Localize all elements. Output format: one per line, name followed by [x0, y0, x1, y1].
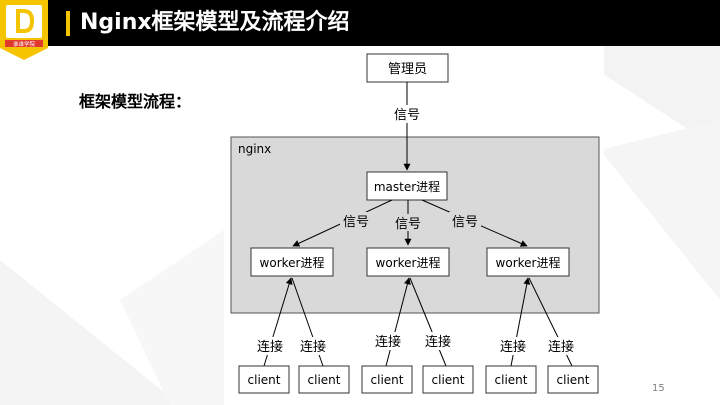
worker-node-2 — [366, 247, 450, 277]
connection-3-bg — [371, 332, 405, 350]
connection-4-bg — [421, 332, 455, 350]
client-3-to-worker-2-arrow — [385, 277, 411, 367]
client-label-5: client — [495, 373, 528, 387]
signal-2-bg — [392, 214, 424, 231]
title-accent-bar — [66, 11, 70, 36]
client-label-3: client — [371, 373, 404, 387]
connection-6-bg — [544, 337, 578, 355]
client-node-5 — [485, 365, 537, 394]
admin-label: 管理员 — [388, 62, 427, 77]
section-heading: 框架模型流程： — [79, 92, 192, 111]
connection-5-bg — [496, 337, 530, 355]
nginx-label: nginx — [238, 142, 271, 156]
client-label-6: client — [557, 373, 590, 387]
worker-label-3: worker进程 — [496, 255, 561, 270]
connection-2-bg — [296, 337, 330, 355]
worker-node-1 — [250, 247, 334, 277]
connection-2-label: 连接 — [300, 339, 326, 355]
admin-node — [366, 53, 449, 83]
connection-6-label: 连接 — [548, 339, 574, 355]
client-label-4: client — [432, 373, 465, 387]
slide-title: Nginx框架模型及流程介绍 — [80, 10, 350, 35]
admin-signal-bg — [390, 105, 424, 123]
signal-3-bg — [449, 212, 481, 229]
master-node — [366, 171, 448, 201]
page-number: 15 — [652, 383, 665, 394]
signal-3-label: 信号 — [452, 215, 478, 230]
admin-signal-label: 信号 — [394, 108, 420, 123]
signal-2-label: 信号 — [395, 217, 421, 232]
worker-label-2: worker进程 — [376, 255, 441, 270]
client-4-to-worker-2-arrow — [409, 277, 447, 367]
connection-1-label: 连接 — [257, 339, 283, 355]
worker-label-1: worker进程 — [260, 255, 325, 270]
worker-node-3 — [486, 247, 570, 277]
signal-1-bg — [340, 212, 372, 229]
client-node-4 — [422, 365, 474, 394]
client-node-2 — [298, 365, 350, 394]
slide-header — [0, 0, 720, 46]
logo: 谁谁学院 — [0, 0, 48, 60]
client-node-1 — [238, 365, 290, 394]
client-node-6 — [547, 365, 599, 394]
master-label: master进程 — [374, 179, 440, 194]
client-node-3 — [361, 365, 413, 394]
logo-text: 谁谁学院 — [13, 40, 36, 48]
client-label-1: client — [248, 373, 281, 387]
connection-5-label: 连接 — [500, 339, 526, 355]
connection-4-label: 连接 — [425, 334, 451, 350]
connection-1-bg — [253, 337, 287, 355]
connection-3-label: 连接 — [375, 334, 401, 350]
client-label-2: client — [308, 373, 341, 387]
signal-1-label: 信号 — [343, 215, 369, 230]
